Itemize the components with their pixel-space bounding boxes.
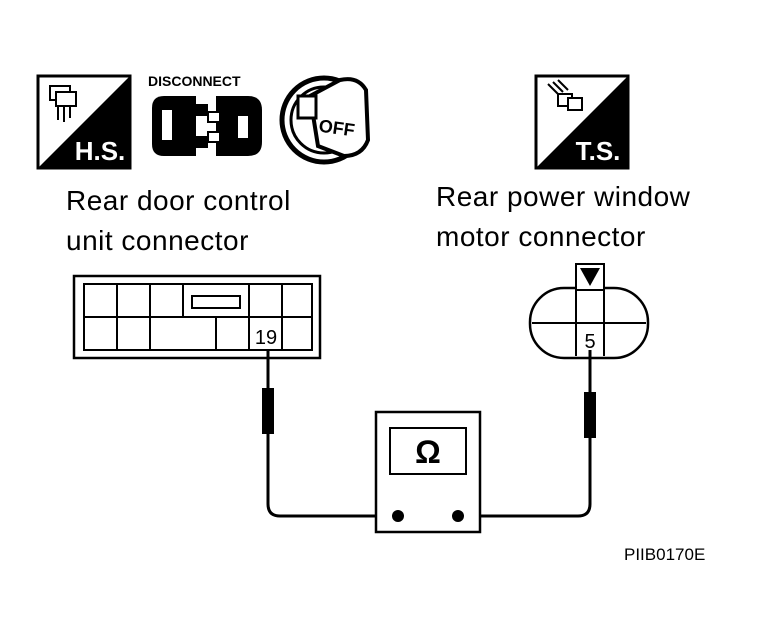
harness-side-label: H.S. (75, 136, 126, 166)
figure-code: PIIB0170E (624, 545, 705, 564)
rear-power-window-motor-connector: 5 (528, 263, 650, 360)
rear-door-control-unit-connector: 19 (72, 274, 322, 360)
ohmmeter: Ω (374, 410, 482, 534)
ohm-symbol: Ω (415, 434, 441, 470)
terminal-side-icon: T.S. (534, 74, 630, 170)
left-connector-pin-label: 19 (255, 327, 277, 349)
harness-side-icon: H.S. (36, 74, 132, 170)
disconnect-label: DISCONNECT (148, 73, 241, 89)
meter-probe-terminal-right (452, 510, 464, 522)
right-connector-pin-label: 5 (584, 331, 595, 353)
right-probe-wire (458, 350, 596, 518)
ignition-key-off-icon: OFF (279, 75, 371, 165)
right-connector-title-line2: motor connector (436, 221, 646, 252)
ignition-off-label: OFF (318, 116, 356, 141)
disconnect-icon: DISCONNECT (148, 73, 262, 156)
meter-probe-terminal-left (392, 510, 404, 522)
left-probe-wire (262, 350, 396, 518)
left-connector-title-line1: Rear door control (66, 185, 291, 216)
left-connector-title-line2: unit connector (66, 225, 249, 256)
terminal-side-label: T.S. (576, 136, 621, 166)
right-connector-title-line1: Rear power window (436, 181, 691, 212)
lock-tab-triangle (580, 268, 600, 286)
